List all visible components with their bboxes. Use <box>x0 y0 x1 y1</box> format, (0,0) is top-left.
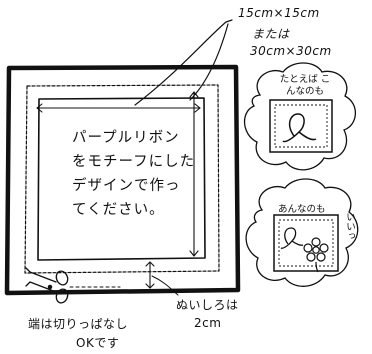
example1-label: たとえば こんなのも <box>279 74 331 97</box>
ribbon-small-icon <box>280 227 304 249</box>
instruction-line-2: をモチーフにした <box>72 154 196 170</box>
edge-note-line-2: OKです <box>76 336 120 350</box>
inner-design-area <box>37 97 206 261</box>
size-note-line-2: または <box>252 27 290 41</box>
example-bubble-2 <box>245 178 359 287</box>
example-bubble-1 <box>243 62 357 171</box>
example2-label-right: いいっ <box>344 212 355 241</box>
size-leader-line-2 <box>189 23 229 101</box>
size-leader-line-1 <box>134 21 227 106</box>
size-note-line-1: 15cm×15cm <box>238 6 320 20</box>
margin-note-line-1: ぬいしろは <box>176 298 239 312</box>
instruction-line-3: デザインで作っ <box>72 178 181 194</box>
outer-fabric-outline <box>4 64 241 296</box>
size-note-line-3: 30cm×30cm <box>250 44 332 58</box>
scissors-icon <box>25 267 69 304</box>
flower-icon <box>303 237 329 273</box>
seam-line-dashed <box>24 84 220 274</box>
instruction-line-4: てください。 <box>72 202 165 218</box>
margin-note-line-2: 2cm <box>194 316 222 330</box>
example2-label-left: あんなのも <box>278 204 326 215</box>
edge-note-line-1: 端は切りっぱなし <box>28 317 129 331</box>
margin-leader-line <box>151 275 179 296</box>
ribbon-icon <box>282 113 317 143</box>
instruction-line-1: パープルリボン <box>72 130 180 146</box>
